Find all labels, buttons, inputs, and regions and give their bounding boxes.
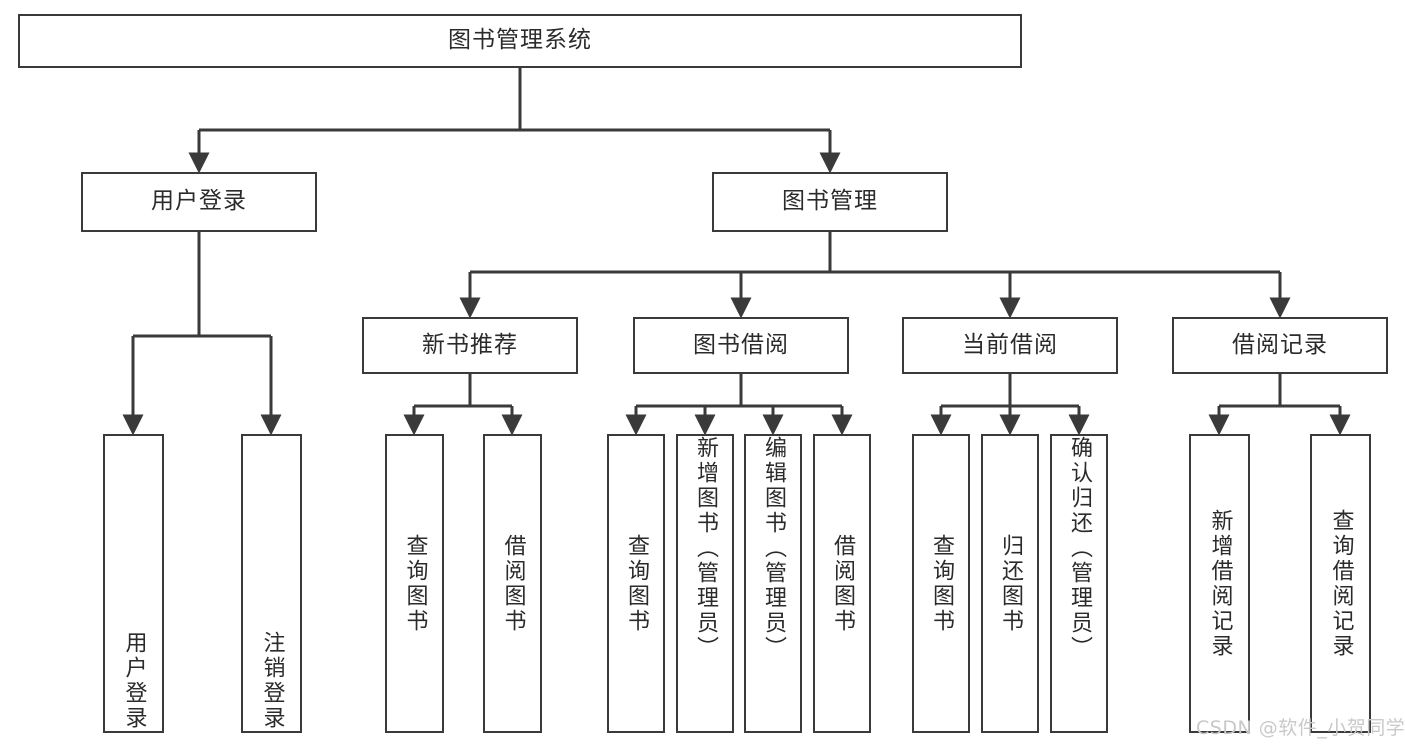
leaf-query-book-label: 查询图书 [624,533,649,634]
leaf-logout[interactable]: 注销登录 [241,434,302,733]
leaf-query-book[interactable]: 查询图书 [607,434,665,733]
node-current-borrow-label: 当前借阅 [962,331,1058,358]
node-book-manage-label: 图书管理 [782,188,878,215]
node-current-borrow[interactable]: 当前借阅 [902,317,1118,374]
node-root[interactable]: 图书管理系统 [18,14,1022,68]
leaf-query-record-label: 查询借阅记录 [1328,508,1354,659]
leaf-logout-label: 注销登录 [259,631,285,731]
node-user-login-label: 用户登录 [151,188,247,215]
node-root-label: 图书管理系统 [448,27,592,54]
leaf-edit-book[interactable]: 编辑图书（管理员） [744,434,802,733]
leaf-confirm-return-label: 确认归还（管理员） [1067,436,1092,661]
node-borrow-record-label: 借阅记录 [1232,331,1328,358]
leaf-edit-book-label: 编辑图书（管理员） [761,436,786,661]
node-book-borrow-label: 图书借阅 [693,331,789,358]
node-new-book-rec-label: 新书推荐 [422,331,518,358]
csdn-watermark: CSDN @软件_小贺同学 [1196,717,1405,739]
node-book-borrow[interactable]: 图书借阅 [633,317,849,374]
leaf-query-book-rec-label: 查询图书 [402,533,428,634]
leaf-borrow-book-label: 借阅图书 [830,533,855,634]
leaf-query-book-cur-label: 查询图书 [929,533,954,634]
leaf-return-book[interactable]: 归还图书 [981,434,1039,733]
leaf-add-book[interactable]: 新增图书（管理员） [676,434,734,733]
leaf-return-book-label: 归还图书 [998,533,1023,634]
leaf-query-record[interactable]: 查询借阅记录 [1310,434,1371,733]
leaf-query-book-cur[interactable]: 查询图书 [912,434,970,733]
leaf-borrow-book-rec[interactable]: 借阅图书 [483,434,542,733]
leaf-add-record-label: 新增借阅记录 [1207,508,1233,659]
leaf-borrow-book[interactable]: 借阅图书 [813,434,871,733]
node-book-manage[interactable]: 图书管理 [712,172,948,232]
leaf-add-book-label: 新增图书（管理员） [693,436,718,661]
node-user-login[interactable]: 用户登录 [81,172,317,232]
leaf-user-login-label: 用户登录 [121,631,147,731]
leaf-user-login[interactable]: 用户登录 [103,434,164,733]
leaf-query-book-rec[interactable]: 查询图书 [385,434,444,733]
node-new-book-rec[interactable]: 新书推荐 [362,317,578,374]
node-borrow-record[interactable]: 借阅记录 [1172,317,1388,374]
leaf-add-record[interactable]: 新增借阅记录 [1189,434,1250,733]
leaf-confirm-return[interactable]: 确认归还（管理员） [1050,434,1108,733]
leaf-borrow-book-rec-label: 借阅图书 [500,533,526,634]
